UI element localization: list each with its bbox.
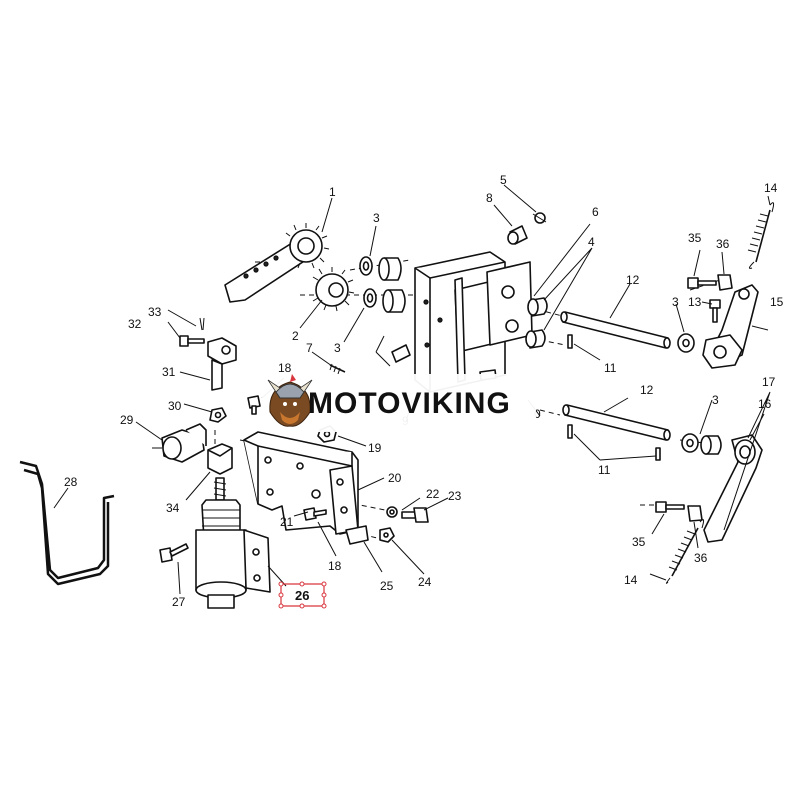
callout-16: 16 [758,397,772,411]
viking-mascot-icon [267,374,313,427]
part-34-coupler [207,443,233,475]
part-36-nut-upper [717,274,733,291]
part-32-bolt [179,335,205,347]
callout-27: 27 [172,595,186,609]
callout-3b: 3 [334,341,341,355]
part-36-nut-lower [687,505,703,522]
callout-36b: 36 [694,551,708,565]
callout-32: 32 [128,317,142,331]
callout-24: 24 [418,575,432,589]
part-24-nut [379,527,395,543]
part-18-screw-upper [247,395,261,415]
callout-11b: 11 [598,463,611,477]
part-4-bushings [525,297,548,349]
part-33-cotter-pin [199,317,205,331]
part-14-spring-lower [665,519,705,584]
part-12-shaft-upper [560,311,671,349]
callout-3a: 3 [373,211,380,225]
part-29-bracket [152,423,207,463]
part-17-lower-arm [703,434,763,543]
part-15-upper-arm [702,284,759,369]
callout-34: 34 [166,501,180,515]
callout-20: 20 [388,471,402,485]
part-12-shaft-lower [562,404,671,441]
callout-10: 0 [534,407,541,421]
part-11-pins [567,334,661,461]
part-26-highlight[interactable] [278,581,327,609]
callout-28: 28 [64,475,78,489]
part-3-right-washers [677,333,722,455]
callout-12a: 12 [626,273,640,287]
callout-31: 31 [162,365,176,379]
part-8-bushing [507,225,528,245]
callout-19: 19 [368,441,382,455]
callout-15: 15 [770,295,784,309]
callout-14a: 14 [764,181,778,195]
part-35-bolt-lower [655,501,685,513]
callout-35b: 35 [632,535,646,549]
callout-23: 23 [448,489,462,503]
callout-7: 7 [306,341,313,355]
callout-11a: 11 [604,361,617,375]
callout-25: 25 [380,579,394,593]
part-31-clevis [207,337,237,391]
main-housing-block [414,251,533,393]
part-30-nut [209,407,227,423]
part-13-bolt [709,299,721,323]
part-28-wire-bracket [19,460,115,586]
callout-30: 30 [168,399,182,413]
callout-36a: 36 [716,237,730,251]
callout-4: 4 [588,235,595,249]
callout-1: 1 [329,185,336,199]
brand-name: MOTOVIKING [308,387,511,420]
part-5-screw [532,212,547,224]
callout-18a: 18 [278,361,292,375]
callout-3c: 3 [672,295,679,309]
callout-6: 6 [592,205,599,219]
callout-18b: 18 [328,559,342,573]
leader-lines [53,184,771,595]
callout-21: 21 [280,515,294,529]
callout-17: 17 [762,375,776,389]
part-23-bolt [401,507,429,523]
part-3-washers [359,256,406,313]
callout-14b: 14 [624,573,638,587]
callout-13: 13 [688,295,702,309]
part-14-spring-upper [747,202,775,269]
part-27-bolt [159,543,189,563]
callout-3d: 3 [712,393,719,407]
callout-5: 5 [500,173,507,187]
part-22-washer [386,506,398,518]
callout-29: 29 [120,413,134,427]
callout-35a: 35 [688,231,702,245]
callout-labels: 1 2 3 3 3 3 4 5 6 7 8 11 11 12 12 13 14 … [64,173,784,609]
part-20-bracket [243,431,359,535]
part-1-toothed-lever [224,223,330,303]
callout-26[interactable]: 26 [295,588,309,603]
part-26-solenoid [195,477,271,609]
callout-33: 33 [148,305,162,319]
part-2-gear [312,267,355,312]
brand-watermark: MOTOVIKING [262,374,536,432]
part-18-screw-lower [303,507,327,521]
callout-12b: 12 [640,383,654,397]
part-7-screw [329,363,346,375]
callout-2: 2 [292,329,299,343]
callout-8: 8 [486,191,493,205]
part-35-bolt-upper [687,277,717,289]
part-25-clip [345,525,369,545]
callout-22: 22 [426,487,440,501]
